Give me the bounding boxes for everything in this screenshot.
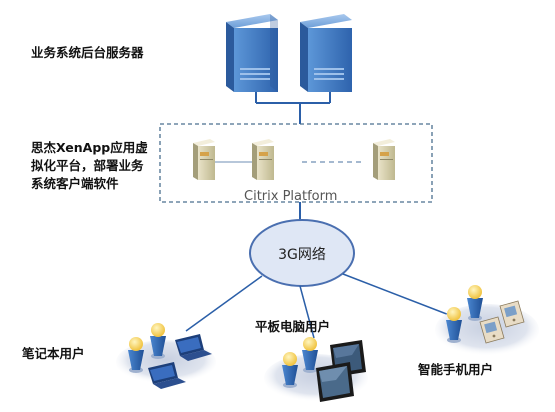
person-icon [128,337,144,373]
app-server-2 [252,139,274,180]
tablet-users-group [264,337,368,402]
link-phone [342,273,458,319]
network-cloud [249,219,355,287]
network-label: 3G网络 [278,247,326,263]
person-icon [282,352,298,388]
servers-label: 业务系统后台服务器 [31,45,144,60]
person-icon [446,307,462,343]
server-2 [300,14,352,92]
laptop-users-group [116,323,216,389]
server-1 [226,14,278,92]
person-icon [467,285,483,321]
phone-users-group [435,285,539,356]
laptop-icon [175,334,212,361]
app-server-3 [373,139,395,180]
citrix-platform-label: Citrix Platform [244,189,338,204]
citrix-platform-description: 思杰XenApp应用虚拟化平台，部署业务系统客户端软件 [31,140,148,191]
person-icon [302,337,318,373]
person-icon [150,323,166,359]
app-server-1 [193,139,215,180]
link-tablet [299,285,315,339]
phone-icon [499,300,525,328]
citrix-platform-box [159,123,433,203]
laptop-icon [148,362,186,389]
tablet-users-label: 平板电脑用户 [255,319,331,334]
laptop-users-label: 笔记本用户 [22,346,85,361]
phone-icon [479,316,505,344]
link-laptop [185,275,263,332]
tablet-icon [316,362,354,402]
phone-users-label: 智能手机用户 [418,362,494,377]
